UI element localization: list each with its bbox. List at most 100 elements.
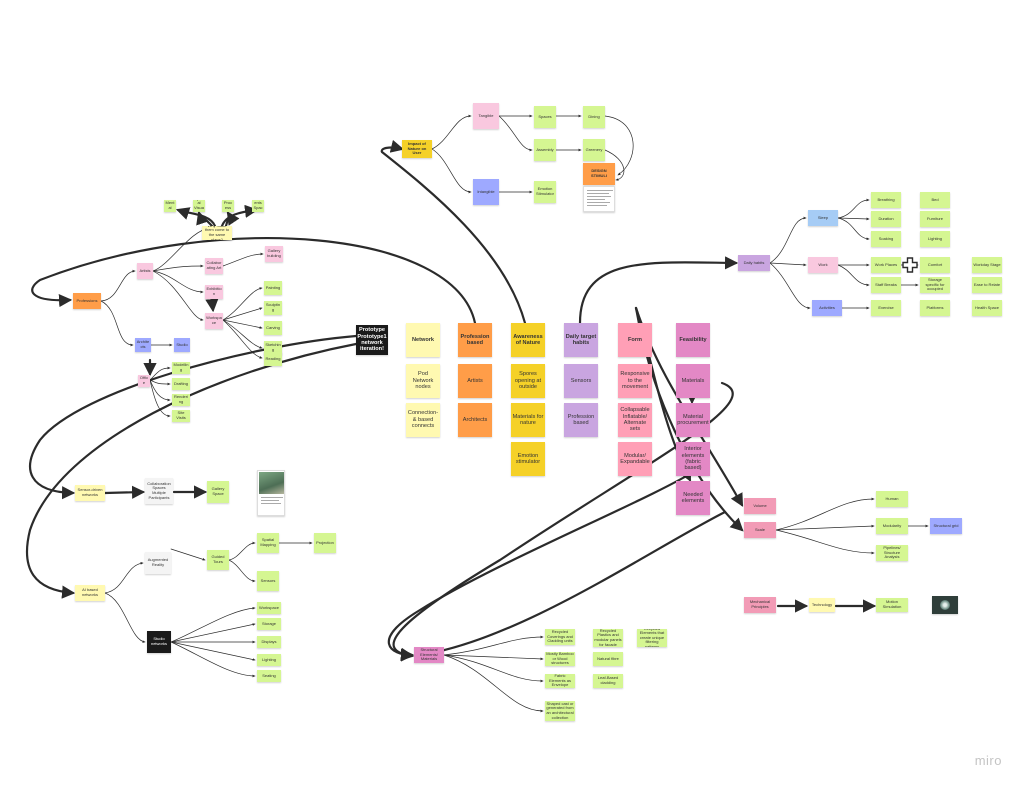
sticky-note-c4[interactable]: Comfort bbox=[920, 257, 950, 273]
sticky-note-day1[interactable]: Sensors bbox=[564, 364, 598, 398]
sticky-note-tech[interactable]: Technology bbox=[809, 598, 835, 612]
sticky-note-ag_c[interactable]: Projection bbox=[314, 533, 336, 553]
sticky-note-st5[interactable]: Seating bbox=[257, 670, 281, 682]
sticky-note-impact[interactable]: Impact of Nature on User bbox=[402, 140, 432, 158]
sticky-note-form1[interactable]: Responsive to the movement bbox=[618, 364, 652, 398]
sticky-note-g5[interactable]: Reading bbox=[264, 352, 282, 366]
sticky-note-form2[interactable]: Collapsable Inflatable/ Alternate sets bbox=[618, 403, 652, 437]
sticky-note-t_a2[interactable]: Dining bbox=[583, 106, 605, 128]
sticky-note-s1[interactable]: Breathing bbox=[871, 192, 901, 208]
sticky-note-ai[interactable]: AI based networks bbox=[75, 585, 105, 601]
sticky-note-feasibility[interactable]: Feasibility bbox=[676, 323, 710, 357]
sticky-note-m5[interactable]: Recycled Plastics and modular panels for… bbox=[593, 629, 623, 647]
sticky-note-architects[interactable]: Architects bbox=[135, 338, 151, 352]
sticky-note-m4[interactable]: Shaped cast or generated from an archite… bbox=[545, 701, 575, 721]
sticky-note-network[interactable]: Network bbox=[406, 323, 440, 357]
sticky-note-ag_a[interactable]: Spatial Mapping bbox=[257, 533, 279, 553]
sticky-note-aw1[interactable]: Spores opening at outside bbox=[511, 364, 545, 398]
sticky-note-g1[interactable]: Painting bbox=[264, 281, 282, 295]
sticky-note-pro2[interactable]: Architects bbox=[458, 403, 492, 437]
sticky-note-artists[interactable]: Artists bbox=[137, 263, 153, 279]
sticky-note-m3[interactable]: Fabric Elements as Envelope bbox=[545, 674, 575, 688]
sticky-note-ag1[interactable]: Modelling bbox=[172, 362, 190, 374]
sticky-note-ar3[interactable]: Workspace bbox=[205, 313, 223, 329]
sticky-note-fea2[interactable]: Material procurement bbox=[676, 403, 710, 437]
sticky-note-q4[interactable]: Elements Space bbox=[252, 200, 264, 212]
sticky-note-c6[interactable]: Platforms bbox=[920, 300, 950, 316]
sticky-note-mech[interactable]: Mechanical Principles bbox=[744, 597, 776, 613]
sticky-note-ar4[interactable]: Gallery building bbox=[265, 246, 283, 262]
sticky-note-intangible[interactable]: Intangible bbox=[473, 179, 499, 205]
sticky-note-d1[interactable]: Workday Stage bbox=[972, 257, 1002, 273]
sticky-note-st3[interactable]: Displays bbox=[257, 636, 281, 648]
sticky-note-aw3[interactable]: Emotion stimulator bbox=[511, 442, 545, 476]
sticky-note-s3[interactable]: Soaking bbox=[871, 231, 901, 247]
gallery-photo-image[interactable] bbox=[257, 470, 285, 516]
sticky-note-m2[interactable]: Mostly Bamboo or Wood structures bbox=[545, 652, 575, 666]
sticky-note-prototype[interactable]: Prototype Prototype1 network iteration! bbox=[356, 325, 388, 355]
sticky-note-sc1[interactable]: Human bbox=[876, 491, 908, 507]
sticky-note-arch2[interactable]: Office bbox=[138, 375, 150, 387]
sticky-note-st1[interactable]: Workspace bbox=[257, 602, 281, 614]
sticky-note-pro1[interactable]: Artists bbox=[458, 364, 492, 398]
sticky-note-q3[interactable]: Process bbox=[222, 200, 234, 212]
sticky-note-aug[interactable]: Augmented Reality bbox=[145, 552, 171, 574]
sticky-note-w2[interactable]: Staff Breaks bbox=[871, 277, 901, 293]
motion-simulation-image[interactable] bbox=[932, 596, 958, 614]
sticky-note-ar2[interactable]: Exhibition bbox=[205, 285, 223, 299]
sticky-note-design[interactable]: DESIGN STIMULI bbox=[583, 163, 615, 185]
sticky-note-c3[interactable]: Lighting bbox=[920, 231, 950, 247]
sticky-note-i_a1[interactable]: Emotion Stimulator bbox=[534, 181, 556, 203]
sticky-note-h_activities[interactable]: Activities bbox=[812, 300, 842, 316]
sticky-note-aw2[interactable]: Materials for nature bbox=[511, 403, 545, 437]
sticky-note-st2[interactable]: Storage bbox=[257, 618, 281, 630]
sticky-note-w1[interactable]: Work Places bbox=[871, 257, 901, 273]
sticky-note-net1[interactable]: Pod Network nodes bbox=[406, 364, 440, 398]
sticky-note-h_work[interactable]: Work bbox=[808, 257, 838, 273]
sticky-note-m6[interactable]: Natural fibre bbox=[593, 652, 623, 666]
sticky-note-guided[interactable]: Guided Tours bbox=[207, 550, 229, 570]
sticky-note-motion[interactable]: Motion Simulation bbox=[876, 598, 908, 612]
sticky-note-t_b1[interactable]: Assembly bbox=[534, 139, 556, 161]
sticky-note-fea1[interactable]: Materials bbox=[676, 364, 710, 398]
sticky-note-tangible[interactable]: Tangible bbox=[473, 103, 499, 129]
sticky-note-ag3[interactable]: Rendering bbox=[172, 394, 190, 406]
sticky-note-q2[interactable]: Spatial Visual bbox=[193, 200, 205, 212]
sticky-note-awareness[interactable]: Awareness of Nature bbox=[511, 323, 545, 357]
sticky-note-scale[interactable]: Scale bbox=[744, 522, 776, 538]
sticky-note-professions[interactable]: Professions bbox=[73, 293, 101, 309]
sticky-note-collab[interactable]: Collaboration Spaces Multiple Participan… bbox=[145, 478, 173, 504]
sticky-note-gallery[interactable]: Gallery Space bbox=[207, 481, 229, 503]
sticky-note-g4[interactable]: Sketching bbox=[264, 341, 282, 355]
sticky-note-d3[interactable]: Health Space bbox=[972, 300, 1002, 316]
sticky-note-fea3[interactable]: Interior elements (fabric based) bbox=[676, 442, 710, 476]
sticky-note-sc3[interactable]: Pipelines/ Structure Analysis bbox=[876, 545, 908, 561]
sticky-note-ag_b[interactable]: Sensors bbox=[257, 571, 279, 591]
sticky-note-g3[interactable]: Carving bbox=[264, 321, 282, 335]
sticky-note-c5[interactable]: Storage specific for occupied bbox=[920, 277, 950, 293]
sticky-note-d2[interactable]: Ease to Relate bbox=[972, 277, 1002, 293]
sticky-note-a1[interactable]: Exercise bbox=[871, 300, 901, 316]
sticky-note-s2[interactable]: Duration bbox=[871, 211, 901, 227]
sticky-note-form[interactable]: Form bbox=[618, 323, 652, 357]
sticky-note-q1[interactable]: Mental bbox=[164, 200, 176, 212]
sticky-note-t_a1[interactable]: Spaces bbox=[534, 106, 556, 128]
sticky-note-sc2[interactable]: Modularity bbox=[876, 518, 908, 534]
sticky-note-ag2[interactable]: Drafting bbox=[172, 378, 190, 390]
sticky-note-sc_b[interactable]: Structural grid bbox=[930, 518, 962, 534]
sticky-note-fea4[interactable]: Needed elements bbox=[676, 481, 710, 515]
sticky-note-volume[interactable]: Volume bbox=[744, 498, 776, 514]
sticky-note-m8[interactable]: Recycled Elements that create unique fil… bbox=[637, 629, 667, 647]
sticky-note-form3[interactable]: Modular/ Expandable bbox=[618, 442, 652, 476]
sticky-note-g2[interactable]: Sculpting bbox=[264, 301, 282, 315]
sticky-note-daily[interactable]: Daily target habits bbox=[564, 323, 598, 357]
sticky-note-sensor[interactable]: Sensor-driven networks bbox=[75, 485, 105, 501]
sticky-note-m1[interactable]: Recycled Coverings and Cladding units bbox=[545, 629, 575, 645]
sticky-note-struct[interactable]: Structural Elements/ Materials bbox=[414, 647, 444, 663]
design-reference-image[interactable] bbox=[583, 186, 615, 212]
sticky-note-net2[interactable]: Connection- & based connects bbox=[406, 403, 440, 437]
sticky-note-studio[interactable]: Studio networks bbox=[147, 631, 171, 653]
sticky-note-m7[interactable]: Leaf-Based cladding bbox=[593, 674, 623, 688]
sticky-note-h_sleep[interactable]: Sleep bbox=[808, 210, 838, 226]
